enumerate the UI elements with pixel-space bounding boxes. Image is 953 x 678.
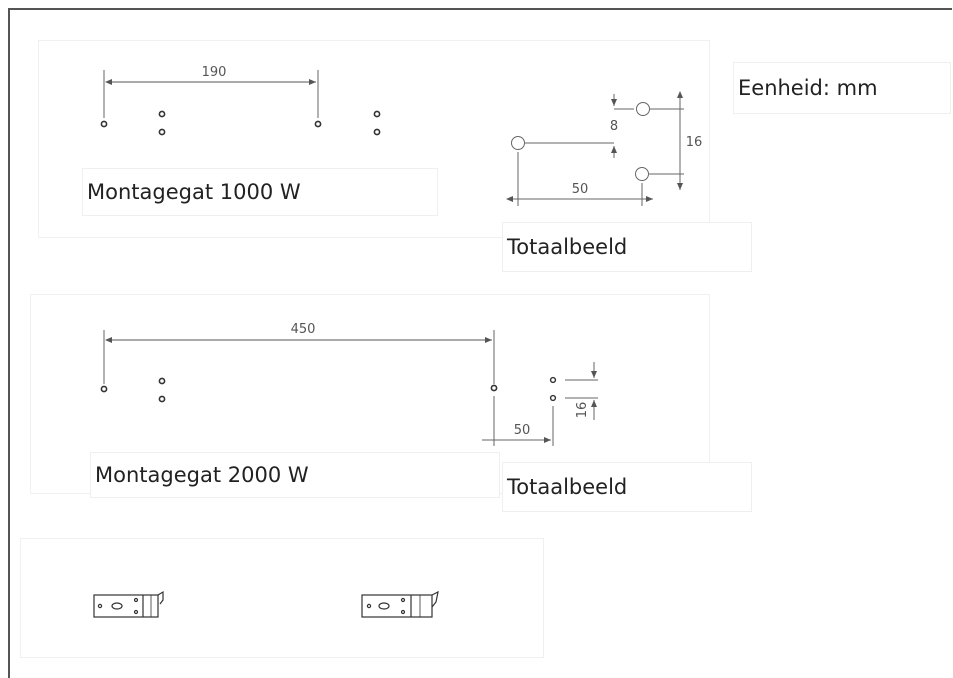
bracket-right-icon <box>361 590 439 618</box>
overview-dim-width-1000w: 50 <box>572 182 589 197</box>
spacing-1000w: 190 <box>202 65 227 80</box>
bracket-left-icon <box>93 590 164 618</box>
overview-1000w <box>506 91 684 206</box>
holes-1000w <box>100 70 381 136</box>
spacing-2000w: 450 <box>291 322 316 337</box>
panel-brackets <box>20 538 544 658</box>
overview-dim-height-1000w: 16 <box>686 135 703 150</box>
overview-title-2000w: Totaalbeeld <box>502 462 752 512</box>
overview-title-1000w: Totaalbeeld <box>502 222 752 272</box>
overview-dim-small-1000w: 8 <box>610 119 618 134</box>
unit-label: Eenheid: mm <box>733 62 951 114</box>
title-1000w: Montagegat 1000 W <box>82 168 438 216</box>
overview-2000w <box>482 362 598 446</box>
diagram-frame <box>8 8 952 678</box>
holes-2000w <box>100 330 498 403</box>
overview-dim-width-2000w: 50 <box>514 423 531 438</box>
overview-dim-height-2000w: 16 <box>575 402 590 419</box>
title-2000w: Montagegat 2000 W <box>90 452 500 498</box>
